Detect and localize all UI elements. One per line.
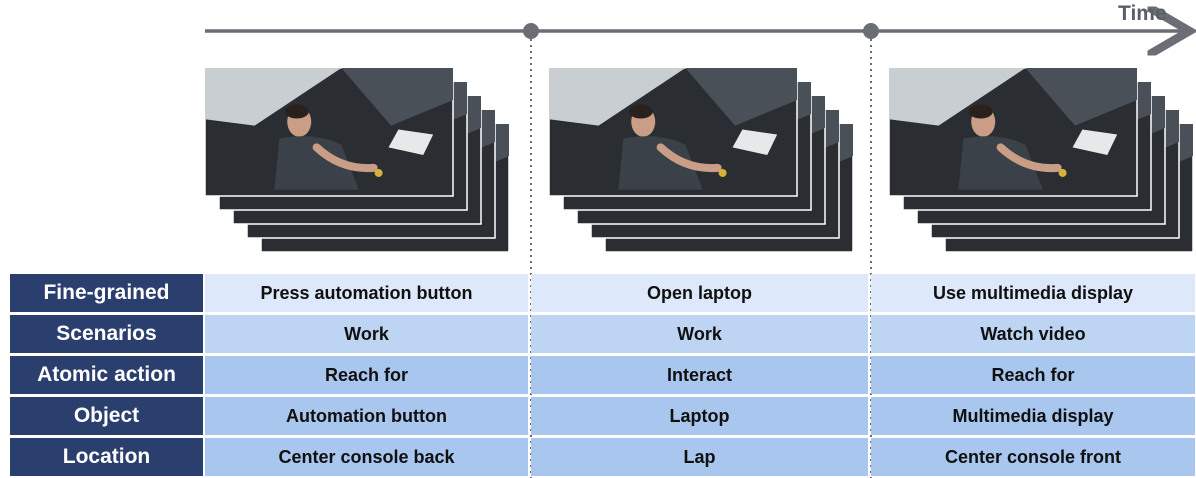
video-frame	[888, 67, 1138, 197]
row-label: Object	[10, 397, 203, 435]
table-cell: Reach for	[205, 356, 529, 394]
video-frame	[548, 67, 798, 197]
row-label: Scenarios	[10, 315, 203, 353]
table-cell: Press automation button	[205, 274, 529, 312]
table-cell: Watch video	[871, 315, 1196, 353]
table-cell: Center console back	[205, 438, 529, 476]
table-cell: Reach for	[871, 356, 1196, 394]
table-cell: Lap	[531, 438, 869, 476]
table-cell: Use multimedia display	[871, 274, 1196, 312]
row-label: Atomic action	[10, 356, 203, 394]
time-label: Time	[1118, 2, 1167, 25]
table-cell: Work	[205, 315, 529, 353]
table-cell: Interact	[531, 356, 869, 394]
table-cell: Multimedia display	[871, 397, 1196, 435]
table-cell: Work	[531, 315, 869, 353]
table-cell: Automation button	[205, 397, 529, 435]
row-label: Fine-grained	[10, 274, 203, 312]
table-cell: Open laptop	[531, 274, 869, 312]
video-frame	[204, 67, 454, 197]
table-cell: Laptop	[531, 397, 869, 435]
table-cell: Center console front	[871, 438, 1196, 476]
time-point-2	[863, 23, 879, 39]
time-point-1	[523, 23, 539, 39]
row-label: Location	[10, 438, 203, 476]
